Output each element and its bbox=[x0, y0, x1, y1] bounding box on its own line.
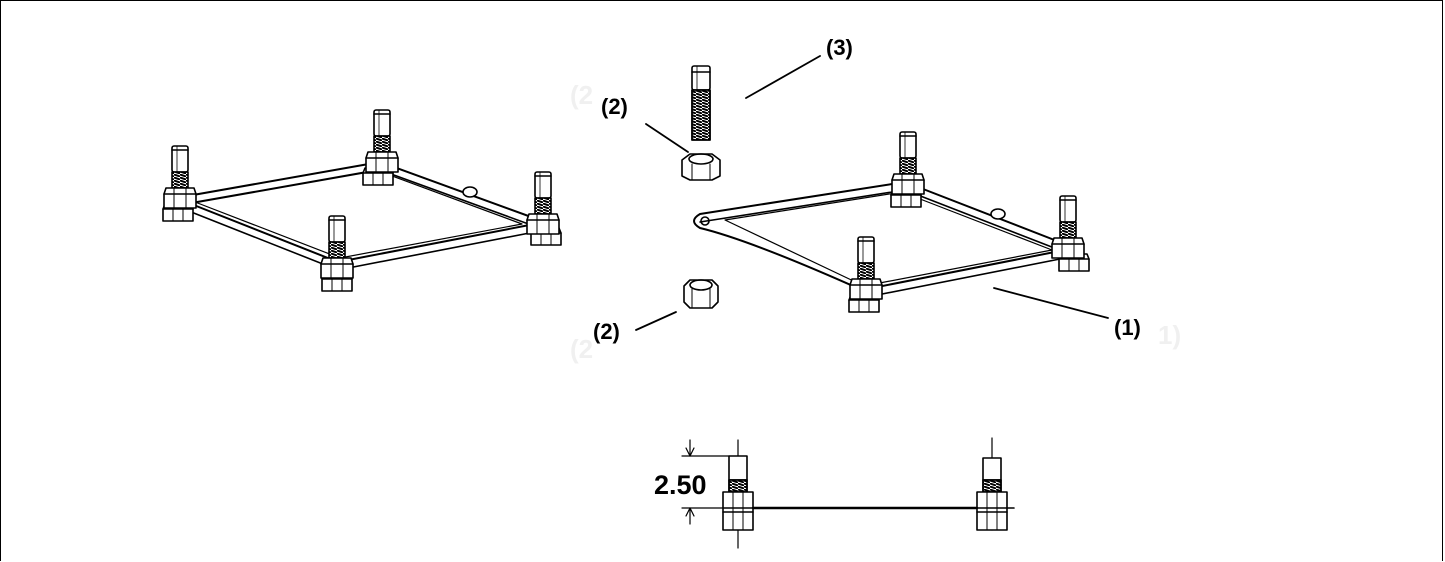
exploded-frame bbox=[693, 131, 1090, 313]
loose-nut-bottom bbox=[683, 279, 719, 309]
assembled-frame bbox=[162, 109, 562, 292]
leader-lines bbox=[635, 55, 1109, 331]
callout-part-1: (1) bbox=[1114, 315, 1141, 340]
ghost-label: (2 bbox=[570, 80, 594, 110]
ghost-label: (2 bbox=[570, 334, 594, 364]
loose-nut-top bbox=[681, 153, 721, 181]
loose-stud bbox=[691, 65, 711, 141]
side-view bbox=[681, 437, 1015, 549]
callout-part-2-bottom: (2) bbox=[593, 319, 620, 344]
callout-part-3: (3) bbox=[826, 35, 853, 60]
ghost-label: 1) bbox=[1158, 320, 1182, 350]
dimension-label: 2.50 bbox=[654, 470, 707, 500]
callout-part-2-top: (2) bbox=[601, 94, 628, 119]
